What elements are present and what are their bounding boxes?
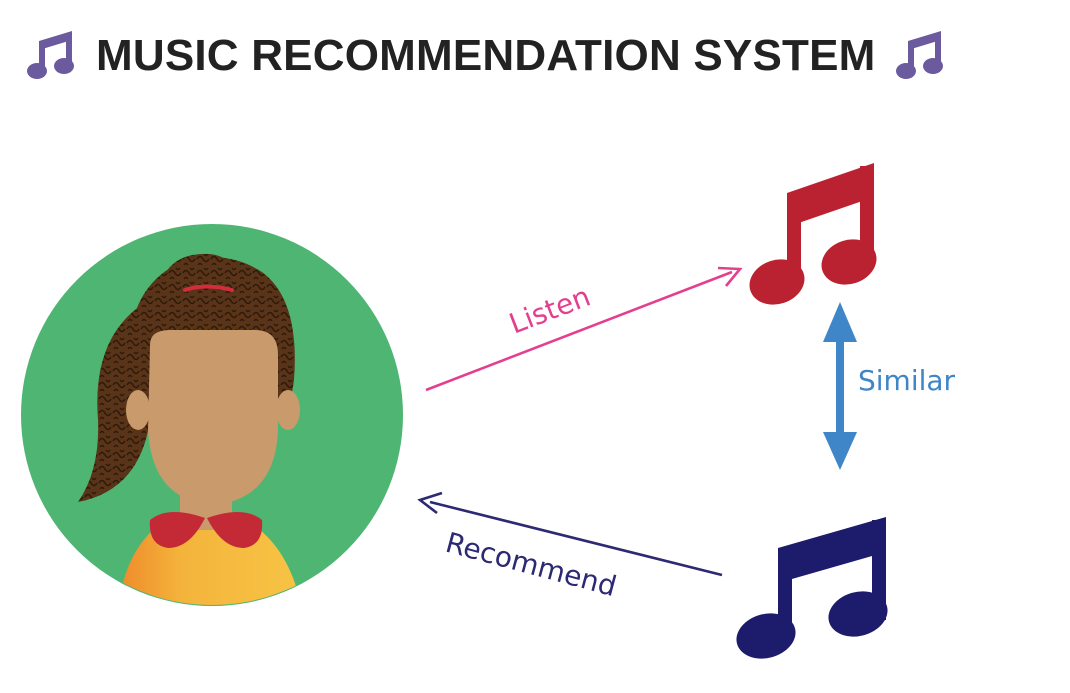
similar-arrow (823, 302, 857, 470)
similar-label: Similar (858, 364, 956, 397)
recommendation-diagram: Listen Recommend Similar (0, 120, 1070, 693)
page-header: MUSIC RECOMMENDATION SYSTEM (26, 26, 945, 86)
music-notes-icon (27, 31, 74, 79)
girl-avatar-icon (21, 224, 403, 606)
recommend-arrow (429, 500, 723, 577)
recommend-label: Recommend (442, 526, 620, 603)
recommend-arrowhead (417, 491, 443, 515)
music-notes-icon (736, 517, 888, 659)
page-title: MUSIC RECOMMENDATION SYSTEM (96, 31, 876, 80)
listen-arrowhead (717, 266, 743, 287)
music-notes-icon (749, 163, 877, 305)
music-notes-icon (896, 31, 944, 79)
listen-arrow (425, 270, 733, 392)
